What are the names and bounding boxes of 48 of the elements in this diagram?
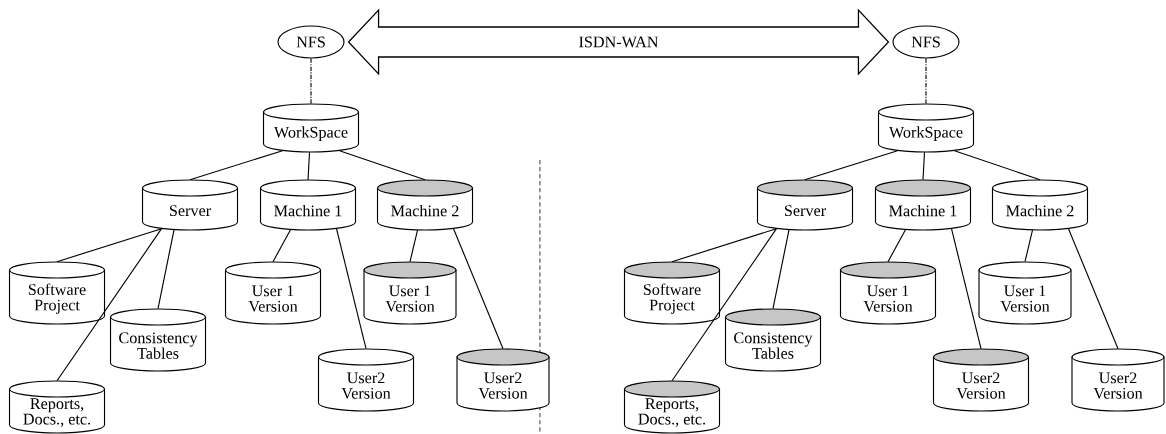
cylinder: Reports, Docs., etc. [623,380,721,434]
connector-line [335,228,367,350]
double-block-arrow [347,8,890,76]
edge-label: ISDN-WAN [577,35,660,49]
connector-line [671,228,778,263]
connector-line [772,229,790,310]
cylinder: WorkSpace [262,103,360,153]
connector-line [953,150,1041,181]
cylinder: Software Project [623,261,721,325]
connector-line [338,150,426,181]
cylinder: User2 Version [932,348,1030,412]
cylinder: Machine 1 [259,179,357,231]
cylinder: Machine 1 [874,179,972,231]
cylinder: User 1 Version [978,261,1072,325]
connector-line [56,228,163,382]
connector-line [887,229,907,263]
connector-line [307,151,311,181]
connector-line [925,58,927,105]
connector-line [1067,228,1119,350]
connector-line [189,150,284,181]
ellipse-node: NFS [277,25,345,59]
cylinder: User 1 Version [363,261,457,325]
cylinder: WorkSpace [877,103,975,153]
cylinder: User 1 Version [224,261,322,325]
cylinder: Machine 2 [376,179,474,231]
cylinder: User2 Version [456,348,550,412]
connector-line [409,229,419,263]
cylinder: Server [141,179,239,231]
cylinder: User2 Version [317,348,415,412]
connector-line [56,228,163,263]
cylinder: Consistency Tables [109,308,207,372]
cylinder: Server [756,179,854,231]
cylinder: Machine 2 [991,179,1089,231]
connector-line [922,151,926,181]
cylinder: Reports, Docs., etc. [8,380,106,434]
cylinder: User2 Version [1071,348,1165,412]
connector-line [452,228,504,350]
connector-line [804,150,899,181]
connector-line [1024,229,1034,263]
cylinder: Consistency Tables [724,308,822,372]
connector-line [671,228,778,382]
connector-line [272,229,292,263]
connector-line [950,228,982,350]
connector-line [157,229,175,310]
cylinder: Software Project [8,261,106,325]
connector-line [310,58,312,105]
cylinder: User 1 Version [839,261,937,325]
ellipse-node: NFS [892,25,960,59]
